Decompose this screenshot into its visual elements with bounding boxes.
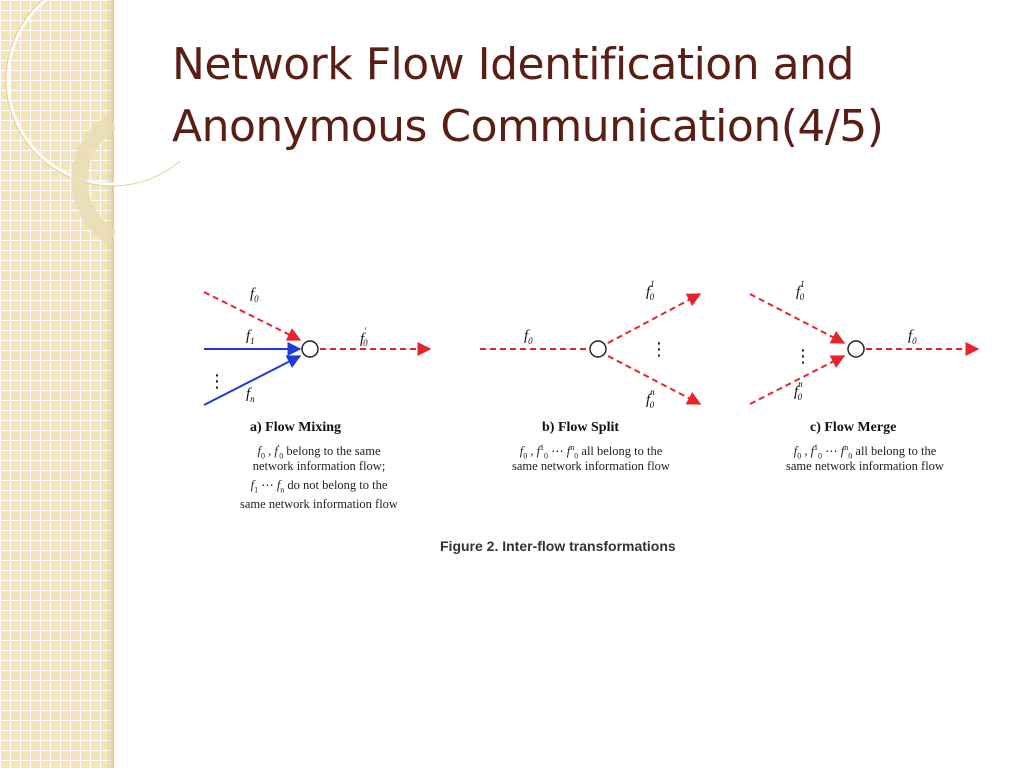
label-f0: f0 bbox=[908, 328, 917, 346]
panel-a-caption-line-3: f1 ⋯ fn do not belong to the bbox=[250, 478, 388, 495]
panel-a-flow-mixing-diagram: f0 f1 fn f'0 ⋮ bbox=[203, 286, 432, 406]
panel-b-title: b) Flow Split bbox=[542, 420, 620, 435]
panel-a-title: a) Flow Mixing bbox=[250, 420, 341, 435]
band-shadow bbox=[106, 0, 112, 768]
flow-mixing-node bbox=[301, 340, 319, 358]
slide-title-line-2: Anonymous Communication(4/5) bbox=[172, 101, 884, 152]
figure-caption: Figure 2. Inter-flow transformations bbox=[440, 538, 676, 554]
panel-a-caption-line-1: f0 , f'0 belong to the same bbox=[257, 443, 381, 461]
decorative-circles bbox=[5, 0, 180, 245]
panel-b-caption-line-1: f0 , f10 ⋯ fn0 all belong to the bbox=[519, 443, 663, 461]
vertical-dots: ⋮ bbox=[208, 371, 226, 392]
flow-merge-input-f0n-arrow bbox=[749, 355, 846, 405]
flow-mixing-input-fn-arrow bbox=[203, 355, 302, 406]
panel-c-title: c) Flow Merge bbox=[810, 420, 897, 435]
panel-c-caption-line-2: same network information flow bbox=[786, 459, 944, 473]
flow-split-output-f01-arrow bbox=[607, 293, 702, 344]
panel-a-caption-line-2: network information flow; bbox=[252, 459, 386, 473]
deco-circle-large-rim bbox=[5, 0, 180, 187]
flow-mixing-input-f0-arrow bbox=[203, 291, 302, 341]
label-fn: fn bbox=[246, 386, 255, 404]
deco-arc-small bbox=[71, 115, 117, 245]
label-f0: f0 bbox=[250, 286, 259, 304]
panel-c-caption-line-1: f0 , f10 ⋯ fn0 all belong to the bbox=[793, 443, 937, 461]
deco-circle-large bbox=[6, 0, 180, 186]
vertical-dots: ⋮ bbox=[650, 339, 668, 360]
slide-title: Network Flow Identification and Anonymou… bbox=[172, 34, 992, 158]
panel-a-caption-line-4: same network information flow bbox=[240, 497, 398, 511]
label-f1: f1 bbox=[246, 328, 255, 346]
vertical-dots: ⋮ bbox=[794, 346, 812, 367]
flow-split-output-f0n-arrow bbox=[607, 355, 702, 405]
flow-split-node bbox=[589, 340, 607, 358]
label-f0-prime: f'0 bbox=[360, 326, 368, 348]
panel-b-caption-line-2: same network information flow bbox=[512, 459, 670, 473]
label-f0: f0 bbox=[524, 328, 533, 346]
slide-title-line-1: Network Flow Identification and bbox=[172, 39, 854, 90]
flow-merge-input-f01-arrow bbox=[749, 293, 846, 344]
flow-merge-node bbox=[847, 340, 865, 358]
